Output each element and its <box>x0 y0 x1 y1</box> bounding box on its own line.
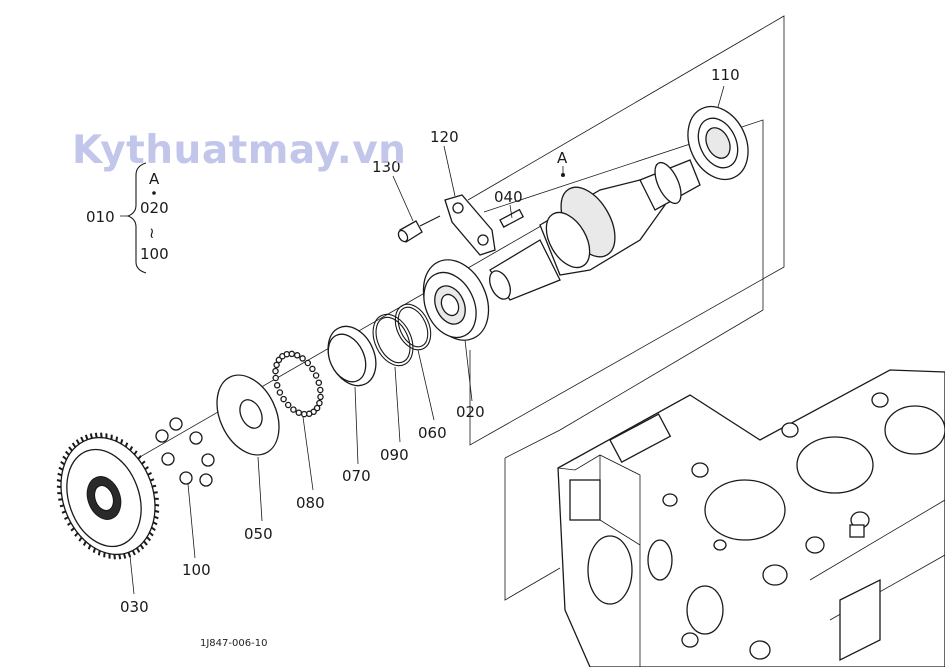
bearing-020 <box>411 249 501 350</box>
retainer-plate-120 <box>445 195 495 255</box>
bolt-130 <box>397 216 440 243</box>
callout-120: 120 <box>430 128 459 146</box>
callout-shaft-a: A <box>557 149 568 167</box>
callout-010: 010 <box>86 208 115 226</box>
callout-050: 050 <box>244 525 273 543</box>
callout-070: 070 <box>342 467 371 485</box>
balls-100 <box>156 418 214 486</box>
callout-020: 020 <box>456 403 485 421</box>
callout-080: 080 <box>296 494 325 512</box>
callout-040: 040 <box>494 188 523 206</box>
bracket-tilde: ≀ <box>149 224 155 242</box>
callout-110: 110 <box>711 66 740 84</box>
watermark-text: Kythuatmay.vn <box>72 128 406 173</box>
ball-ring-080 <box>273 351 323 416</box>
key-040 <box>500 210 523 227</box>
gear-030 <box>45 424 171 568</box>
drawing-code: 1J847-006-10 <box>200 638 267 649</box>
seal-070 <box>319 319 385 394</box>
shaft-a <box>486 159 700 303</box>
bracket-middle-label: 020 <box>140 199 169 217</box>
callout-060: 060 <box>418 424 447 442</box>
callout-100: 100 <box>182 561 211 579</box>
bracket-bottom-label: 100 <box>140 245 169 263</box>
callout-090: 090 <box>380 446 409 464</box>
callout-030: 030 <box>120 598 149 616</box>
engine-block <box>558 370 945 667</box>
